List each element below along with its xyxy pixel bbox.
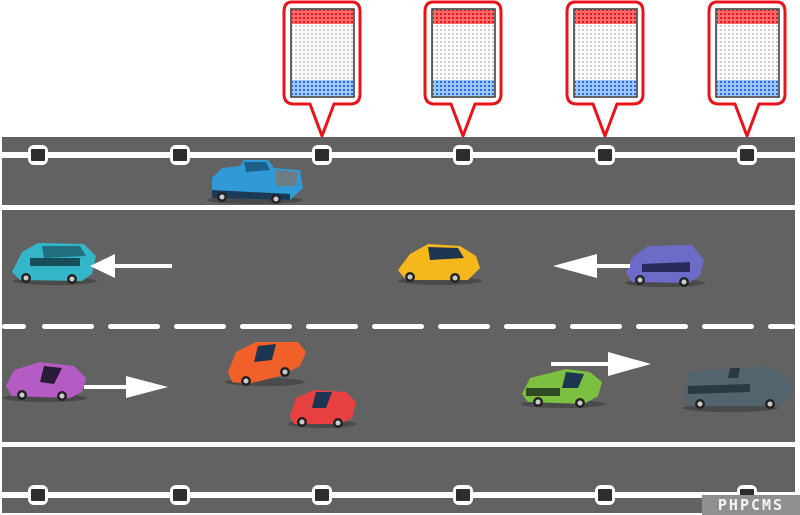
sensor-icon — [595, 145, 615, 165]
car-gray-limo-icon — [682, 366, 792, 412]
sensor-icon — [312, 145, 332, 165]
car-teal-hatchback-icon — [12, 243, 97, 285]
bottom-road-line — [2, 492, 795, 498]
arrow-right-icon — [551, 352, 651, 376]
top-road — [2, 137, 795, 205]
arrow-right-icon — [84, 376, 168, 398]
sensor-icon — [595, 485, 615, 505]
arrow-left-icon — [553, 254, 630, 278]
car-blue-pickup-icon — [207, 160, 303, 204]
sensor-icon — [170, 485, 190, 505]
arrow-left-icon — [90, 254, 172, 278]
car-orange-coupe-icon — [225, 342, 306, 386]
car-green-wagon-icon — [521, 369, 605, 408]
car-red-hatchback-icon — [288, 390, 356, 428]
car-magenta-sedan-icon — [3, 362, 87, 402]
sensor-icon — [28, 145, 48, 165]
sensor-icon — [453, 485, 473, 505]
sensor-icon — [28, 485, 48, 505]
sensor-icon — [453, 145, 473, 165]
sensor-icon — [737, 145, 757, 165]
watermark: PHPCMS — [702, 495, 800, 515]
bottom-road — [2, 447, 795, 513]
car-yellow-sedan-icon — [398, 244, 482, 285]
sensor-icon — [170, 145, 190, 165]
car-purple-van-icon — [625, 245, 705, 287]
top-road-line — [2, 152, 795, 158]
sensor-icon — [312, 485, 332, 505]
